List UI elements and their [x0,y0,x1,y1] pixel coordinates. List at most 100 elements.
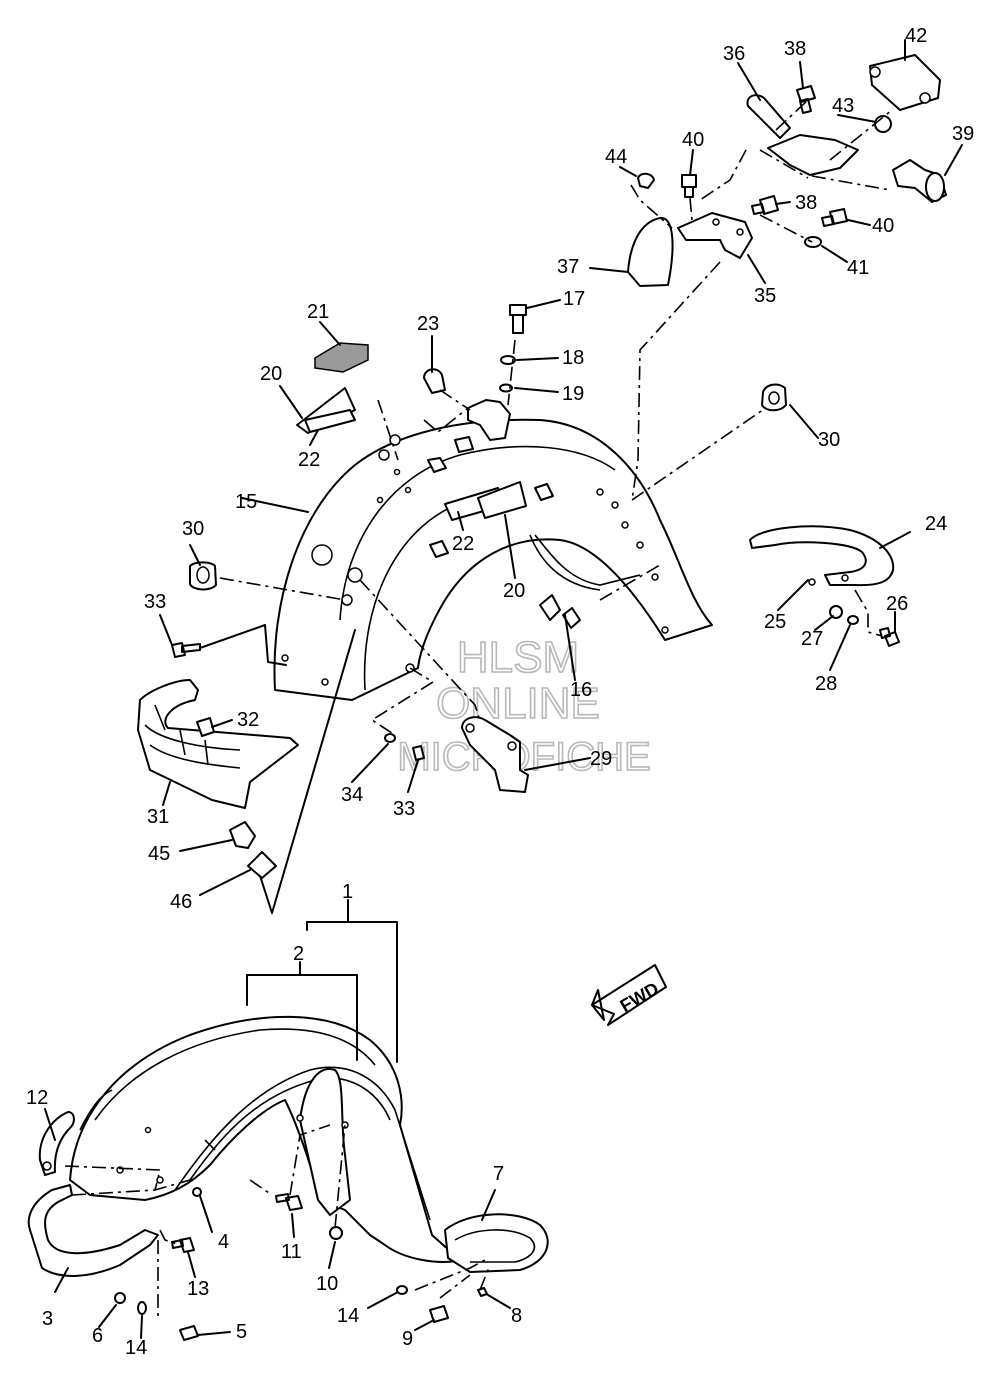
pad-part-16 [539,594,561,621]
clip-part-45 [229,821,256,849]
bracket-part-20-top [296,387,356,434]
washer-part-14-left [137,1301,147,1315]
callout-35: 35 [754,285,776,307]
callout-30-left: 30 [182,518,204,540]
bolt-part-13 [171,1237,195,1253]
bolt-part-17 [509,304,527,334]
flap-part-7 [444,1213,549,1273]
washer-part-34 [384,733,396,743]
callout-30-right: 30 [818,429,840,451]
callout-27: 27 [801,628,823,650]
callout-3: 3 [42,1308,53,1330]
bracket-part-35 [677,212,753,259]
cover-part-31 [137,679,299,809]
callout-9: 9 [402,1328,413,1350]
callout-39: 39 [952,123,974,145]
callout-38-top: 38 [784,38,806,60]
callout-14-right: 14 [337,1305,359,1327]
assembly-dashes-top [219,99,893,771]
grommet-part-44 [637,172,655,189]
callout-17: 17 [563,288,585,310]
callout-20-mid: 20 [503,580,525,602]
callout-18: 18 [562,347,584,369]
callout-40-right: 40 [872,215,894,237]
callout-29: 29 [590,748,612,770]
leader-lines [44,39,963,1339]
callout-28: 28 [815,673,837,695]
fender-grommet-hole [311,544,333,566]
clip-part-32 [196,717,215,737]
fwd-direction-arrow: FWD [591,964,667,1026]
washer-part-41 [804,236,822,248]
callout-5: 5 [236,1321,247,1343]
callout-25: 25 [764,611,786,633]
callout-7: 7 [493,1163,504,1185]
callout-20-top: 20 [260,363,282,385]
callout-numbers: 1 2 3 4 5 6 7 8 9 10 11 12 13 14 14 15 1… [26,25,974,1359]
grommet-part-30-right [761,383,787,412]
callout-22-mid: 22 [452,533,474,555]
line-fender-15 [241,497,309,513]
callout-33-left: 33 [144,591,166,613]
plug-part-4 [192,1187,202,1197]
watermark: HLSM ONLINE MICROFICHE [397,632,652,780]
callout-22-top: 22 [298,449,320,471]
washer-part-19 [499,383,513,393]
callout-14-left: 14 [125,1337,147,1359]
screw-part-26 [879,627,900,647]
cover-part-37 [627,217,674,287]
washer-part-14-right [396,1285,408,1295]
pad-part-21 [314,342,369,373]
callout-36: 36 [723,43,745,65]
bracket-part-12 [38,1111,75,1176]
line-bolt-33 [199,624,287,666]
bolt-part-40-right [821,208,848,227]
bolt-part-5 [179,1325,199,1341]
lamp-part-42 [869,54,941,111]
bolt-part-9 [429,1305,449,1323]
clamp-part-23 [423,368,446,394]
fender-top-bracket [467,399,511,441]
callout-31: 31 [147,806,169,828]
bracket-part-29 [461,716,529,793]
callout-34: 34 [341,784,363,806]
callout-46: 46 [170,891,192,913]
callout-15: 15 [235,491,257,513]
callout-16: 16 [570,679,592,701]
callout-44: 44 [605,146,627,168]
watermark-line2: ONLINE [436,679,600,728]
pad-part-46 [247,851,277,879]
callout-11: 11 [281,1241,302,1263]
screw-part-33-left [171,642,201,658]
washer-part-18 [500,355,516,365]
plug-part-8 [477,1287,488,1297]
rear-fender-assembly-part-1 [69,1015,461,1263]
bolt-part-11 [275,1193,303,1211]
nut-part-43 [874,115,892,133]
bracket-part-24 [749,525,895,587]
watermark-line1: HLSM [457,633,579,682]
callout-38-mid: 38 [795,192,817,214]
callout-8: 8 [511,1305,522,1327]
callout-2: 2 [293,943,304,965]
washer-part-28 [847,615,859,625]
callout-19: 19 [562,383,584,405]
callout-6: 6 [92,1325,103,1347]
watermark-line3: MICROFICHE [397,735,650,779]
callout-12: 12 [26,1087,48,1109]
callout-1: 1 [342,881,353,903]
nut-part-6 [114,1292,126,1304]
callout-4: 4 [218,1231,229,1253]
callout-45: 45 [148,843,170,865]
callout-41: 41 [847,257,869,279]
screw-part-33-mid [412,745,425,761]
callout-32: 32 [237,709,259,731]
bolt-part-38-top [796,85,816,114]
bolt-part-40-top [681,174,697,198]
callout-42: 42 [905,25,927,47]
nut-part-10 [329,1226,343,1240]
assembly-dashes-bottom [64,1124,491,1320]
holder-part-39 [892,159,947,203]
callout-13: 13 [187,1278,209,1300]
